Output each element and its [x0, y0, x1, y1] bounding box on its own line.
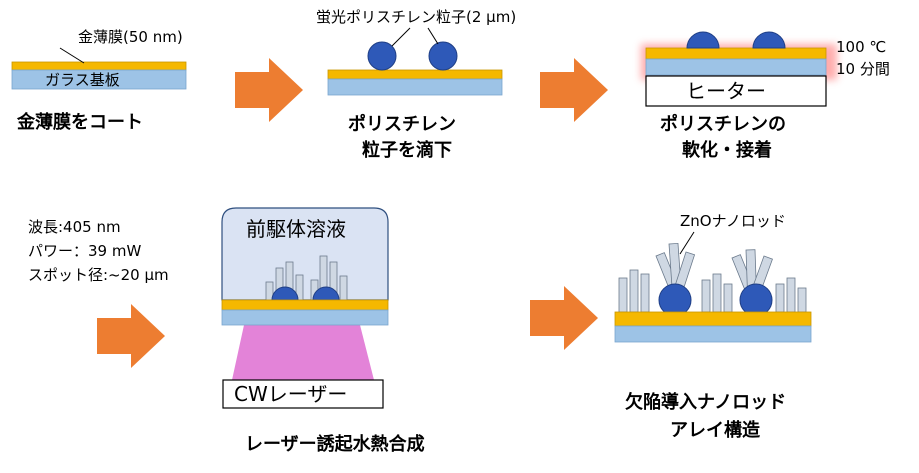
step1-gold-film	[11, 61, 187, 71]
step4-particle-right	[312, 286, 340, 301]
step3-glass	[645, 58, 827, 76]
arrow-3	[97, 304, 165, 368]
step2-particle-label: 蛍光ポリスチレン粒子(2 μm)	[316, 8, 516, 26]
step1-caption: 金薄膜をコート	[16, 111, 143, 133]
step2-glass	[327, 78, 503, 96]
step4-glass	[221, 309, 389, 326]
step4-caption: レーザー誘起水熱合成	[245, 433, 425, 455]
step3-temp-label: 100 ℃	[836, 38, 886, 56]
step1-gold-callout	[59, 47, 85, 64]
step4-laser-beam	[232, 325, 374, 380]
step3-time-label: 10 分間	[836, 60, 890, 78]
step4-precursor-label: 前駆体溶液	[246, 217, 346, 241]
step3-caption-line1: ポリスチレンの	[660, 113, 786, 135]
step2-gold-film	[327, 69, 503, 80]
step3-particle-left	[686, 31, 720, 49]
step3-caption-line2: 軟化・接着	[682, 139, 772, 161]
step1-gold-label: 金薄膜(50 nm)	[78, 28, 183, 46]
step5-substrate	[614, 311, 812, 343]
step5-particle-left	[658, 283, 692, 317]
step4-gold-film	[221, 299, 389, 311]
step2-particle-right	[428, 41, 458, 71]
step5-gold-film	[614, 311, 812, 327]
step5-caption-line2: アレイ構造	[670, 419, 760, 441]
step4-spot: スポット径:~20 μm	[28, 266, 169, 284]
step4-power: パワー：39 mW	[28, 242, 141, 260]
step4-laser-box	[222, 379, 384, 409]
step4-particle-left	[271, 286, 299, 301]
step4-laser-label: CWレーザー	[234, 382, 347, 406]
step3-substrate	[645, 47, 827, 76]
step1-glass	[11, 69, 187, 90]
step5-rod-callout	[679, 231, 695, 255]
step5-glass	[614, 325, 812, 343]
step2-caption-line2: 粒子を滴下	[362, 139, 452, 161]
step5-caption-line1: 欠陥導入ナノロッド	[625, 391, 786, 413]
step3-particle-right	[752, 31, 786, 49]
arrow-1	[235, 58, 303, 122]
step1-glass-label: ガラス基板	[45, 71, 120, 89]
step2-substrate	[327, 69, 503, 96]
arrow-4	[530, 286, 598, 350]
step2-particle-left	[367, 41, 397, 71]
arrow-2	[540, 58, 608, 122]
step3-heater	[645, 75, 827, 107]
step4-wavelength: 波長:405 nm	[28, 218, 121, 236]
step2-callout-left	[391, 27, 411, 47]
step3-heater-label: ヒーター	[686, 79, 766, 103]
step2-caption-line1: ポリスチレン	[348, 113, 456, 135]
step5-nanorods	[618, 242, 807, 313]
step1-substrate	[11, 61, 187, 90]
step2-callout-right	[427, 27, 439, 45]
step5-rod-label: ZnOナノロッド	[680, 212, 786, 230]
step5-particle-right	[739, 283, 773, 317]
step3-gold-film	[645, 47, 827, 60]
step4-substrate	[221, 299, 389, 326]
